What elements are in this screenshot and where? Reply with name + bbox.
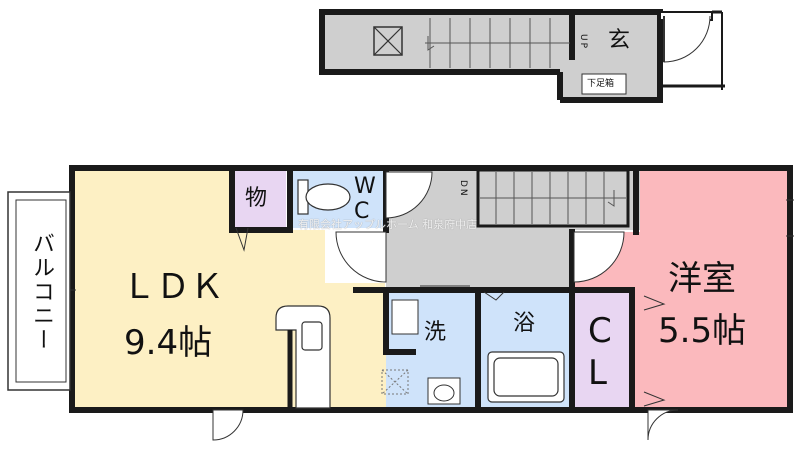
storage-label: 物 [245,186,268,211]
toilet-icon [297,179,351,215]
kitchen-counter [275,305,331,409]
lower-stair-treads [476,168,630,228]
upper-stair-area [319,9,575,75]
western-room-size: 5.5帖 [658,311,747,351]
closet-floor [574,290,632,410]
balcony [7,191,76,391]
doors [212,171,679,441]
stair-down-label: DN [458,180,468,198]
upper-stair-lower-step [560,60,580,100]
upper-stair-treads [425,18,570,68]
closet-label-c: C [588,311,612,351]
bathtub-icon [487,351,565,403]
bathroom-label: 浴 [513,311,536,336]
western-room-label: 洋室 [668,259,736,299]
skylight-box-icon [373,26,403,56]
shoe-box-label: 下足箱 [587,79,615,89]
wc-label-w: W [354,174,376,199]
ldk-label: ＬＤＫ [122,267,224,307]
wash-basin-icon [391,299,461,405]
closet-label-l: L [588,353,607,393]
stair-up-label: UP [578,34,588,51]
entrance-label: 玄 [608,28,631,53]
washroom-label: 洗 [424,320,447,345]
ldk-size: 9.4帖 [124,323,213,363]
laundry-pan-icon [381,369,409,395]
western-room-floor [574,168,790,410]
storage-closet-floor [234,170,286,228]
shoe-box-outline [581,73,627,95]
wc-label-c: C [354,199,370,224]
watermark: 有限会社アップルホーム 和泉府中店 [298,218,478,231]
balcony-label: バルコニー [29,232,54,352]
walls [69,165,793,413]
entrance-door-swing [663,15,711,63]
